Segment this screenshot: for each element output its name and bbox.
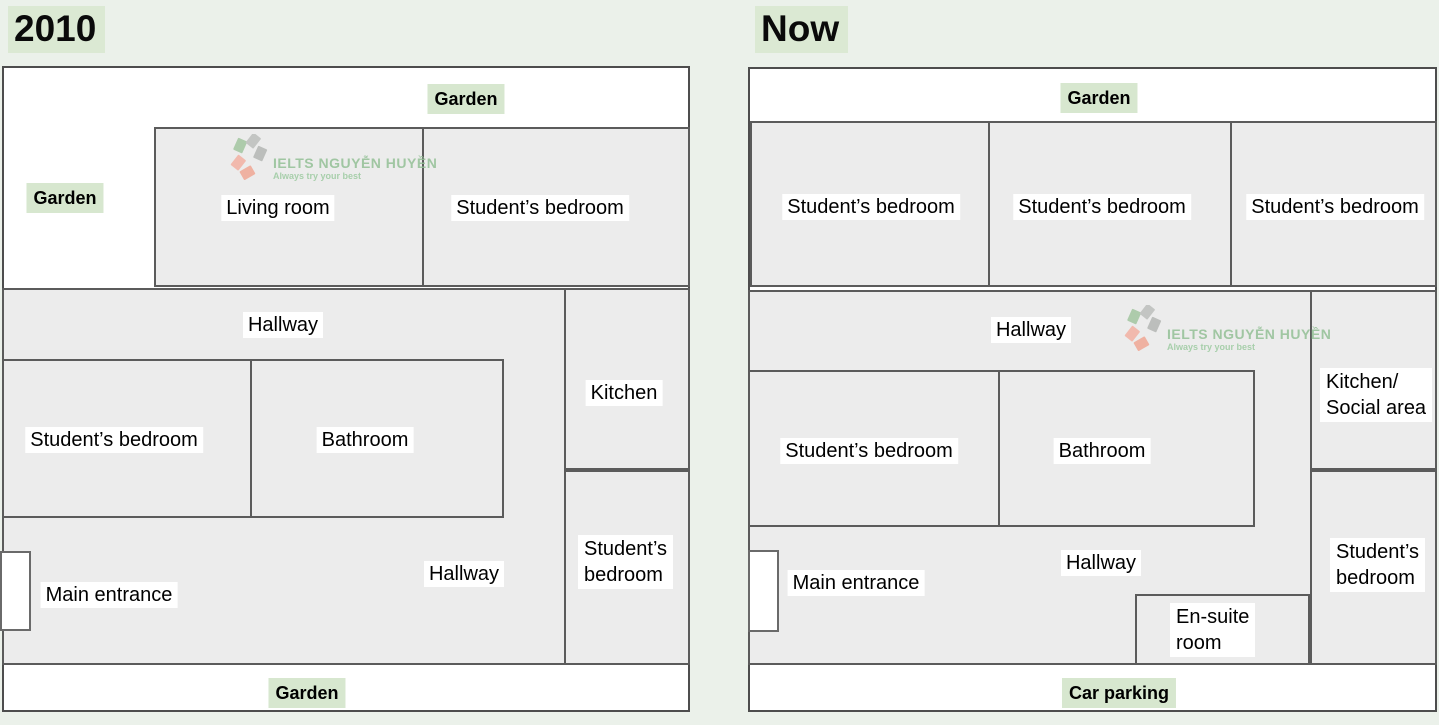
label-hallway-upper: Hallway <box>242 312 324 338</box>
watermark-logo-icon <box>1124 305 1162 351</box>
watermark-brand: IELTS NGUYỄN HUYỀN <box>1167 326 1332 342</box>
watermark-logo: IELTS NGUYỄN HUYỀN Always try your best <box>1120 305 1331 353</box>
watermark-logo: IELTS NGUYỄN HUYỀN Always try your best <box>226 134 437 182</box>
label-ensuite-line2: room <box>1176 632 1222 654</box>
label-bedroom-bottom-right-line2: bedroom <box>1336 567 1415 589</box>
label-hallway-lower: Hallway <box>1060 550 1142 576</box>
label-bedroom-bottom-right-line1: Student’s <box>1336 541 1420 563</box>
room-kitchen <box>564 288 690 470</box>
label-living-room: Living room <box>221 195 335 221</box>
plan-title-now: Now <box>755 6 849 53</box>
label-kitchen-social-line1: Kitchen/ <box>1326 371 1399 393</box>
label-ensuite-line1: En-suite <box>1176 606 1250 628</box>
plan-title-2010: 2010 <box>8 6 106 53</box>
label-kitchen-social-line2: Social area <box>1326 397 1427 419</box>
label-garden-top: Garden <box>427 84 505 114</box>
label-bedroom-top-right: Student’s bedroom <box>451 195 629 221</box>
room-bathroom <box>252 359 504 518</box>
watermark-tagline: Always try your best <box>273 171 362 181</box>
label-bathroom: Bathroom <box>1053 438 1151 464</box>
label-garden-top: Garden <box>1060 83 1138 113</box>
label-hallway-upper: Hallway <box>990 317 1072 343</box>
label-main-entrance: Main entrance <box>40 582 178 608</box>
main-entrance-door <box>748 550 779 632</box>
label-bedroom-bottom-right-line2: bedroom <box>584 564 663 586</box>
label-garden-left: Garden <box>26 183 104 213</box>
label-bedroom-top-2: Student’s bedroom <box>1013 194 1191 220</box>
label-bedroom-bottom-right: Student’s bedroom <box>1330 538 1426 592</box>
label-main-entrance: Main entrance <box>787 570 925 596</box>
floor-plan-2010: IELTS NGUYỄN HUYỀN Always try your best … <box>0 66 690 712</box>
watermark-tagline: Always try your best <box>1167 342 1256 352</box>
watermark-brand: IELTS NGUYỄN HUYỀN <box>273 155 438 171</box>
floor-plan-now: IELTS NGUYỄN HUYỀN Always try your best … <box>748 67 1437 712</box>
label-ensuite: En-suite room <box>1170 603 1256 657</box>
label-bedroom-bottom-right: Student’s bedroom <box>578 535 674 589</box>
label-garden-bottom: Garden <box>268 678 346 708</box>
label-bedroom-top-1: Student’s bedroom <box>782 194 960 220</box>
label-bathroom: Bathroom <box>316 427 414 453</box>
label-hallway-lower: Hallway <box>423 561 505 587</box>
main-entrance-door <box>0 551 31 631</box>
label-kitchen: Kitchen <box>585 380 663 406</box>
label-bedroom-bottom-right-line1: Student’s <box>584 538 668 560</box>
label-kitchen-social-area: Kitchen/ Social area <box>1320 368 1433 422</box>
label-bedroom-middle-left: Student’s bedroom <box>25 427 203 453</box>
label-car-parking: Car parking <box>1061 678 1177 708</box>
label-bedroom-middle-left: Student’s bedroom <box>780 438 958 464</box>
watermark-logo-icon <box>230 134 268 180</box>
label-bedroom-top-3: Student’s bedroom <box>1246 194 1424 220</box>
